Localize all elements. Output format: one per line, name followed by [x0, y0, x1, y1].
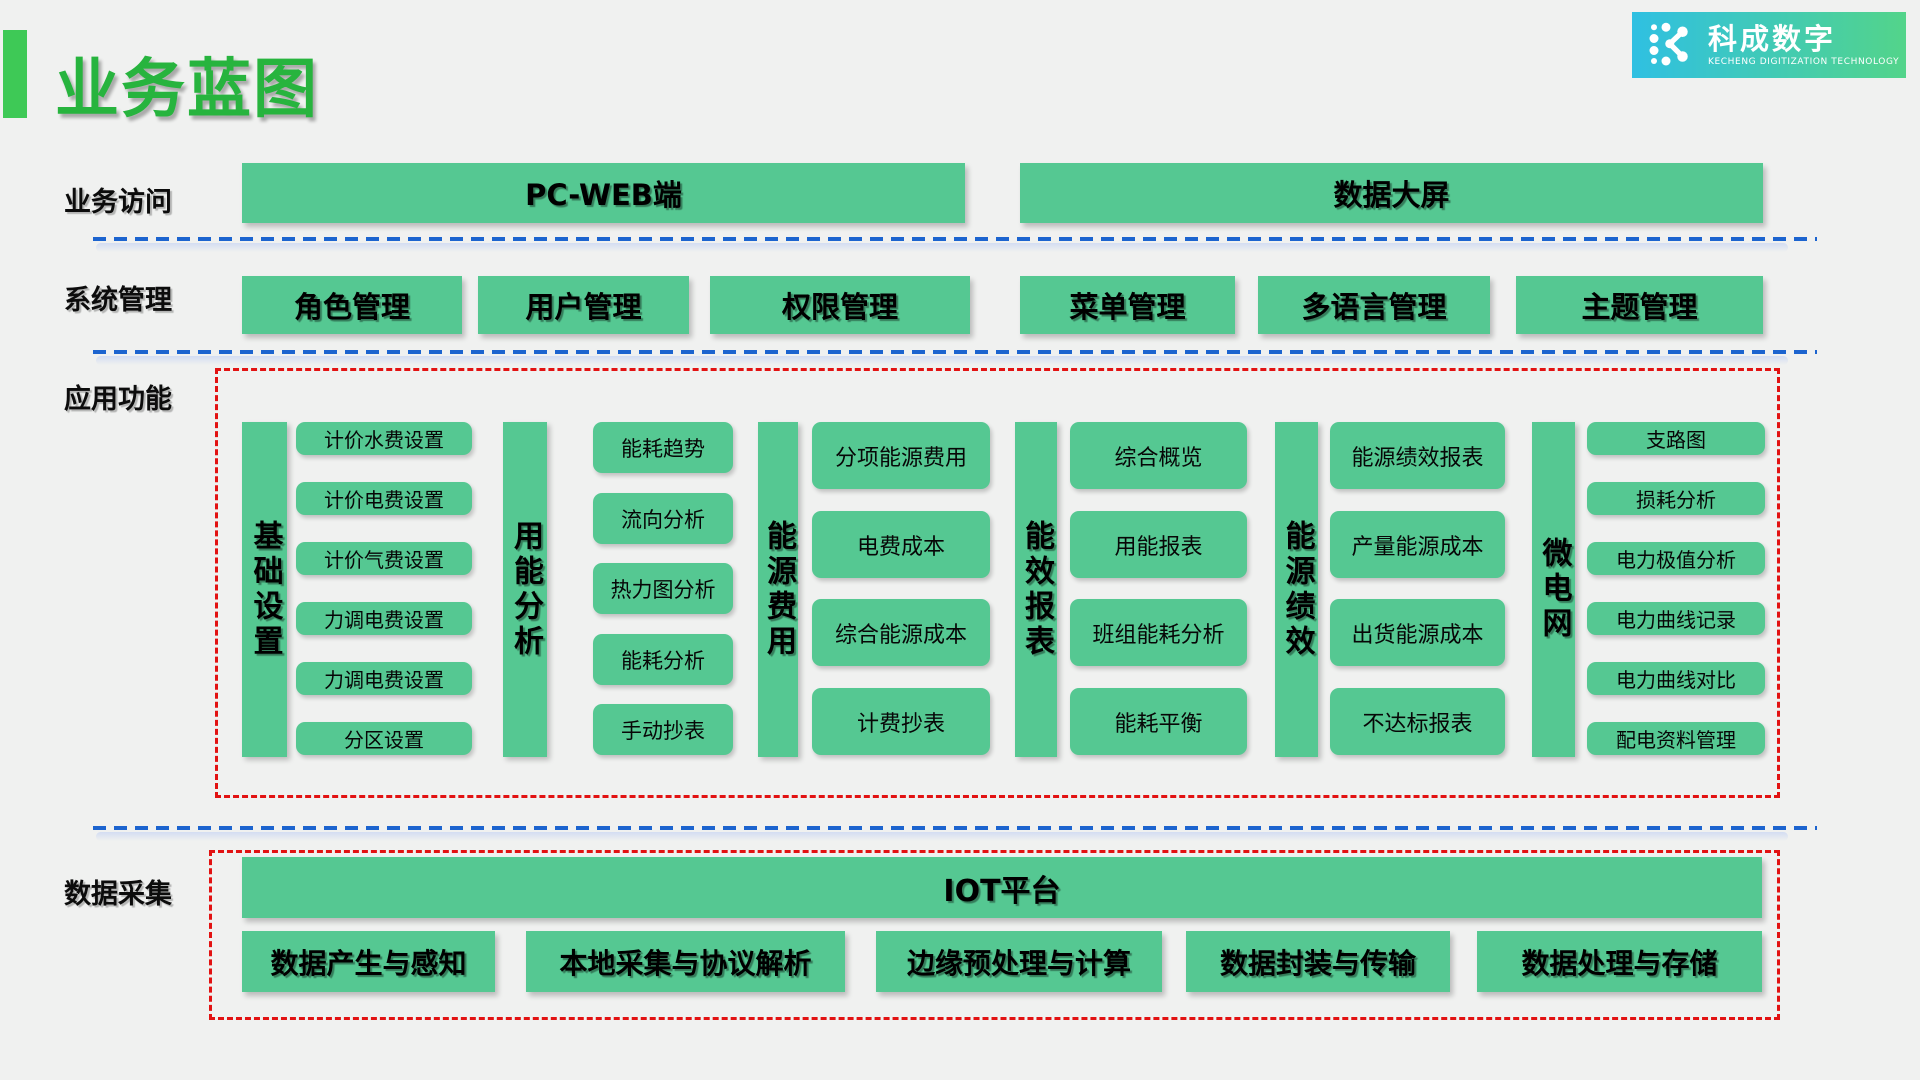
- app-item-box: 分区设置: [296, 722, 472, 755]
- row-label-app-functions: 应用功能: [64, 384, 172, 415]
- app-item-box: 计价水费设置: [296, 422, 472, 455]
- row-label-business-access: 业务访问: [64, 187, 172, 218]
- app-item-box: 用能报表: [1070, 511, 1247, 578]
- logo-name: 科成数字: [1708, 21, 1837, 56]
- app-item-box: 综合概览: [1070, 422, 1247, 489]
- app-item-box: 损耗分析: [1587, 482, 1765, 515]
- app-item-box: 力调电费设置: [296, 662, 472, 695]
- app-item-box: 手动抄表: [593, 704, 733, 755]
- app-item-box: 班组能耗分析: [1070, 599, 1247, 666]
- separator-glow: [96, 243, 1788, 252]
- row-label-data-collection: 数据采集: [64, 879, 172, 910]
- collect-box: 数据封装与传输: [1186, 931, 1450, 992]
- app-column-bar: 基础设置: [242, 422, 287, 757]
- app-item-box: 能耗分析: [593, 634, 733, 685]
- app-item-box: 不达标报表: [1330, 688, 1505, 755]
- app-item-box: 电力极值分析: [1587, 542, 1765, 575]
- blue-dashed-separator: [93, 237, 1817, 241]
- app-item-box: 出货能源成本: [1330, 599, 1505, 666]
- app-item-box: 计价气费设置: [296, 542, 472, 575]
- title-accent-bar: [3, 30, 27, 118]
- collect-box: 本地采集与协议解析: [526, 931, 845, 992]
- system-box: 用户管理: [478, 276, 689, 334]
- access-box: 数据大屏: [1020, 163, 1763, 223]
- system-box: 多语言管理: [1258, 276, 1490, 334]
- logo-text: 科成数字 KECHENG DIGITIZATION TECHNOLOGY: [1708, 24, 1899, 67]
- blue-dashed-separator: [93, 826, 1817, 830]
- app-item-box: 配电资料管理: [1587, 722, 1765, 755]
- app-functions-frame: [215, 368, 1780, 798]
- app-column-bar: 微电网: [1532, 422, 1575, 757]
- app-column-bar: 能效报表: [1015, 422, 1057, 757]
- app-item-box: 力调电费设置: [296, 602, 472, 635]
- iot-platform-bar: IOT平台: [242, 857, 1762, 918]
- app-item-box: 电力曲线对比: [1587, 662, 1765, 695]
- app-item-box: 流向分析: [593, 493, 733, 544]
- collect-box: 数据产生与感知: [242, 931, 495, 992]
- separator-glow: [96, 356, 1788, 365]
- app-column-bar: 用能分析: [503, 422, 547, 757]
- system-box: 权限管理: [710, 276, 970, 334]
- app-item-box: 支路图: [1587, 422, 1765, 455]
- app-item-box: 计价电费设置: [296, 482, 472, 515]
- collect-box: 边缘预处理与计算: [876, 931, 1162, 992]
- app-item-box: 综合能源成本: [812, 599, 990, 666]
- app-item-box: 分项能源费用: [812, 422, 990, 489]
- app-item-box: 计费抄表: [812, 688, 990, 755]
- data-collection-frame: [209, 850, 1780, 1020]
- logo-mark-icon: [1648, 19, 1696, 71]
- app-item-box: 能源绩效报表: [1330, 422, 1505, 489]
- app-item-box: 能耗平衡: [1070, 688, 1247, 755]
- app-column-bar: 能源绩效: [1275, 422, 1318, 757]
- system-box: 主题管理: [1516, 276, 1763, 334]
- logo-subtitle: KECHENG DIGITIZATION TECHNOLOGY: [1708, 56, 1900, 67]
- system-box: 菜单管理: [1020, 276, 1235, 334]
- app-item-box: 电力曲线记录: [1587, 602, 1765, 635]
- app-column-bar: 能源费用: [758, 422, 798, 757]
- system-box: 角色管理: [242, 276, 462, 334]
- company-logo: 科成数字 KECHENG DIGITIZATION TECHNOLOGY: [1632, 12, 1906, 78]
- row-label-system-management: 系统管理: [64, 285, 172, 316]
- access-box: PC-WEB端: [242, 163, 965, 223]
- separator-glow: [96, 832, 1788, 841]
- app-item-box: 产量能源成本: [1330, 511, 1505, 578]
- app-item-box: 电费成本: [812, 511, 990, 578]
- blue-dashed-separator: [93, 350, 1817, 354]
- page-title: 业务蓝图: [55, 53, 319, 127]
- app-item-box: 热力图分析: [593, 563, 733, 614]
- app-item-box: 能耗趋势: [593, 422, 733, 473]
- collect-box: 数据处理与存储: [1477, 931, 1762, 992]
